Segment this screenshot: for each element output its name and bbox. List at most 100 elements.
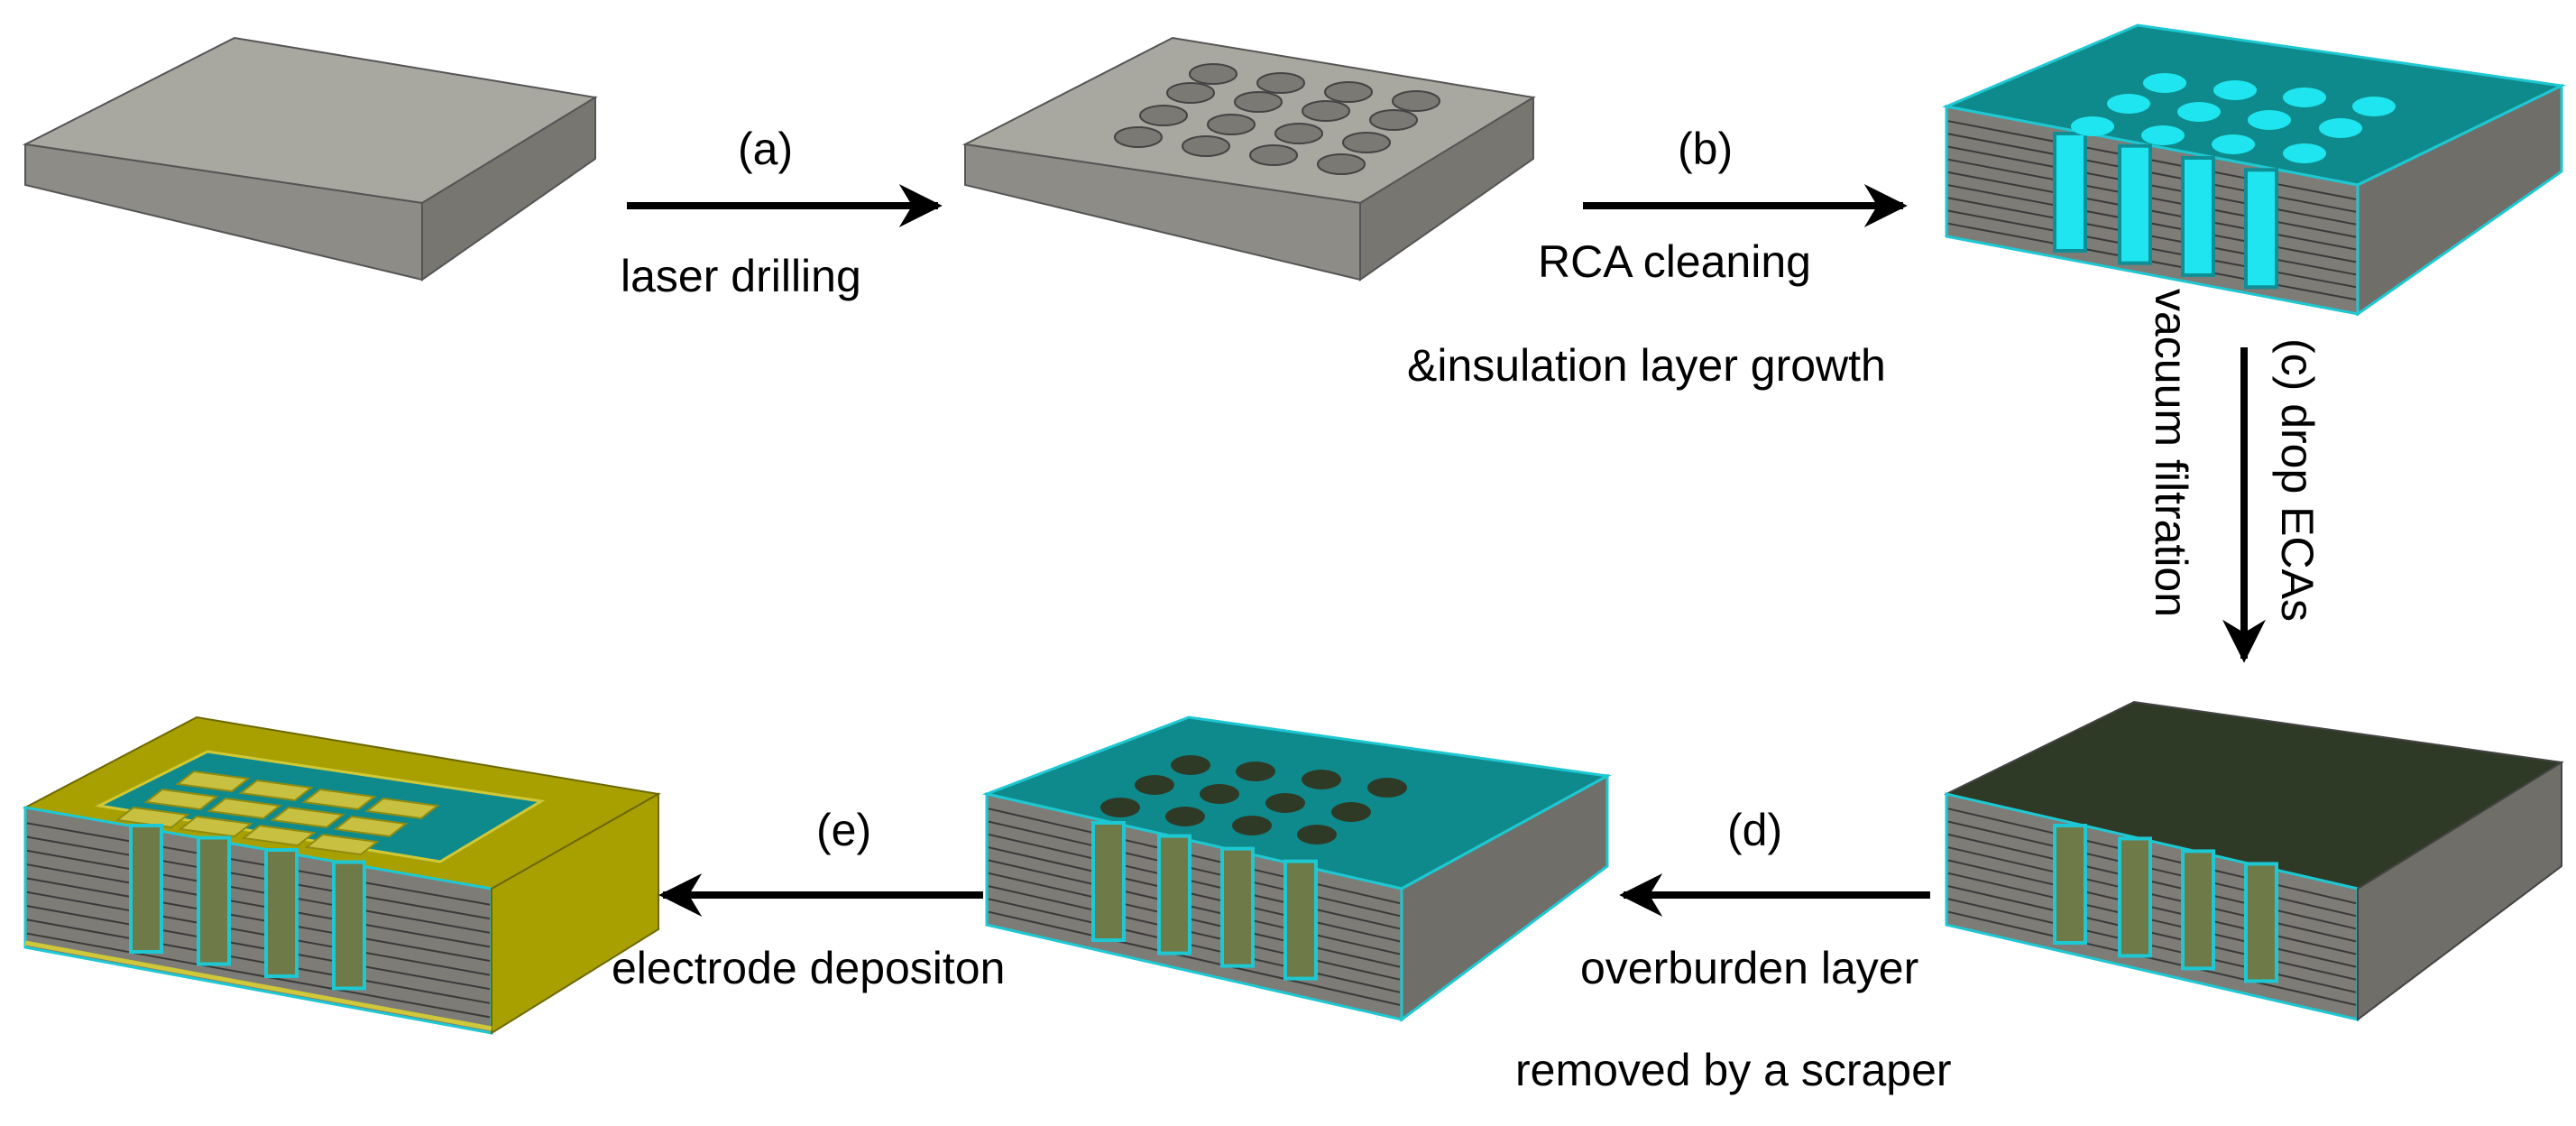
drilled-hole	[1234, 91, 1283, 113]
layer-line	[26, 905, 491, 991]
via	[1091, 821, 1126, 942]
drilled-hole	[1274, 123, 1323, 144]
via-top	[1367, 778, 1407, 798]
layer-line	[988, 898, 1401, 993]
insulated-hole	[2283, 88, 2326, 107]
electrode-pad	[364, 797, 440, 820]
drilled-holes	[1114, 63, 1440, 175]
step-e-label: electrode depositon	[612, 943, 1005, 993]
layer-line	[26, 863, 491, 948]
electrode-pad	[175, 770, 251, 793]
layer-line	[26, 877, 491, 962]
layer-line	[988, 872, 1401, 968]
electrode-pad	[143, 788, 219, 811]
drilled-hole	[1302, 100, 1350, 122]
layer-line	[26, 891, 491, 976]
via	[1157, 834, 1191, 955]
insulated-hole	[2071, 116, 2114, 136]
insulated-vias	[2053, 132, 2278, 290]
insulated-hole	[2283, 143, 2326, 163]
via	[2053, 132, 2087, 253]
wafer-layers	[26, 822, 491, 1019]
via-top	[1171, 755, 1210, 775]
drilled-hole	[1392, 90, 1440, 112]
drilled-hole	[1249, 144, 1298, 166]
via-top	[1236, 761, 1275, 781]
filled-vias	[1091, 821, 1318, 981]
drilled-hole	[1182, 135, 1230, 157]
via	[2118, 143, 2152, 265]
drilled-hole	[1317, 153, 1366, 175]
layer-line	[1947, 910, 2357, 1006]
exposed-via-tops	[1100, 755, 1407, 844]
layer-line	[26, 822, 491, 906]
via	[2181, 155, 2215, 277]
drilled-hole	[1114, 126, 1163, 148]
insulated-holes	[2071, 73, 2396, 163]
electrode-pad	[178, 815, 253, 838]
step-c-label: vacuum filtration	[2146, 289, 2196, 617]
via	[2118, 836, 2152, 958]
step-c-tag: (c) drop ECAs	[2272, 338, 2323, 622]
electrode-pad	[333, 815, 409, 838]
drilled-wafer	[961, 36, 1536, 282]
step-b-label-1: RCA cleaning	[1538, 236, 1811, 287]
via	[1283, 859, 1318, 981]
electrode-pad	[241, 824, 317, 847]
drilled-hole	[1256, 72, 1305, 94]
filled-vias	[129, 824, 366, 991]
electrode-pad	[301, 788, 377, 811]
via-top	[1302, 770, 1341, 789]
insulated-hole	[2141, 125, 2185, 145]
electrode-pad	[238, 779, 314, 802]
step-b-tag: (b)	[1678, 124, 1733, 174]
step-e-tag: (e)	[816, 805, 871, 855]
layer-line	[988, 859, 1401, 955]
insulated-hole	[2177, 102, 2221, 122]
insulated-hole	[2319, 118, 2362, 138]
via-top	[1331, 802, 1371, 822]
wafer-layers	[988, 808, 1401, 1006]
step-d-label-2: removed by a scraper	[1515, 1045, 1952, 1095]
via	[2053, 824, 2087, 945]
step-b-label-2: &insulation layer growth	[1407, 340, 1886, 391]
electrode-pad	[270, 806, 345, 829]
via-top	[1100, 798, 1140, 817]
layer-line	[988, 833, 1401, 930]
electrode-pad	[207, 797, 282, 820]
layer-line	[26, 918, 491, 1004]
electrode-pad	[115, 806, 190, 829]
drilled-hole	[1166, 82, 1215, 104]
insulated-wafer	[1941, 23, 2567, 317]
via	[129, 824, 163, 954]
step-d-tag: (d)	[1727, 805, 1782, 855]
drilled-hole	[1324, 81, 1373, 103]
via	[2181, 849, 2215, 971]
insulated-hole	[2212, 134, 2255, 154]
insulated-hole	[2143, 73, 2186, 93]
step-a-label: laser drilling	[621, 251, 861, 301]
via	[1220, 846, 1255, 968]
via	[332, 860, 366, 991]
bare-wafer	[22, 36, 598, 282]
via-top	[1232, 816, 1272, 835]
drilled-hole	[1207, 114, 1256, 135]
drilled-hole	[1342, 132, 1391, 153]
step-d-label-1: overburden layer	[1580, 943, 1918, 993]
via-top	[1297, 825, 1337, 844]
layer-line	[26, 932, 491, 1019]
via	[197, 835, 231, 966]
via	[2244, 862, 2278, 983]
layer-line	[988, 885, 1401, 981]
layer-line	[988, 846, 1401, 943]
insulated-hole	[2213, 80, 2257, 100]
via	[264, 848, 299, 978]
layer-line	[26, 849, 491, 934]
via-top	[1165, 807, 1205, 826]
wafer-side	[421, 96, 596, 282]
via-top	[1265, 793, 1305, 813]
step-a-tag: (a)	[738, 124, 793, 174]
insulated-hole	[2352, 97, 2396, 116]
layer-line	[988, 820, 1401, 918]
